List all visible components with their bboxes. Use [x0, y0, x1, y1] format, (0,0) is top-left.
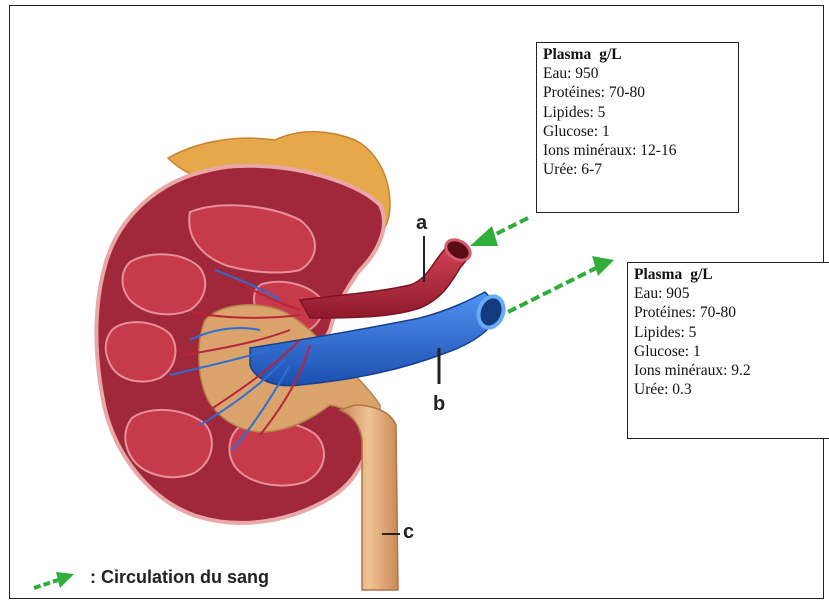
arrow-into-artery [470, 218, 528, 246]
label-ureter: c [403, 521, 414, 544]
artery-plasma-row: Ions minéraux: 12-16 [543, 141, 732, 160]
pyramid-5 [229, 422, 324, 486]
vein-plasma-title-row: Plasma g/L [634, 265, 823, 284]
artery-plasma-row: Urée: 6-7 [543, 160, 732, 179]
vein-plasma-row: Glucose: 1 [634, 342, 823, 361]
label-renal-artery: a [416, 212, 427, 235]
pyramid-2 [123, 254, 206, 314]
artery-plasma-title-row: Plasma g/L [543, 45, 732, 64]
arrow-out-of-vein [508, 256, 614, 312]
artery-plasma-unit: g/L [599, 46, 621, 63]
artery-plasma-row: Protéines: 70-80 [543, 83, 732, 102]
label-renal-vein: b [433, 393, 445, 416]
artery-plasma-title: Plasma [543, 46, 591, 63]
vein-plasma-row: Protéines: 70-80 [634, 303, 823, 322]
vein-plasma-unit: g/L [690, 266, 712, 283]
artery-plasma-row: Glucose: 1 [543, 122, 732, 141]
legend-arrow-icon [34, 572, 74, 588]
legend-text: : Circulation du sang [90, 567, 269, 588]
artery-plasma-row: Eau: 950 [543, 64, 732, 83]
vein-plasma-row: Urée: 0.3 [634, 380, 823, 399]
pyramid-3 [106, 322, 176, 381]
vein-plasma-row: Eau: 905 [634, 284, 823, 303]
vein-plasma-box: Plasma g/L Eau: 905 Protéines: 70-80 Lipi… [627, 262, 829, 439]
vein-plasma-row: Ions minéraux: 9.2 [634, 361, 823, 380]
artery-plasma-box: Plasma g/L Eau: 950 Protéines: 70-80 Lipi… [536, 42, 739, 213]
vein-plasma-row: Lipides: 5 [634, 323, 823, 342]
artery-plasma-row: Lipides: 5 [543, 103, 732, 122]
vein-plasma-title: Plasma [634, 266, 682, 283]
